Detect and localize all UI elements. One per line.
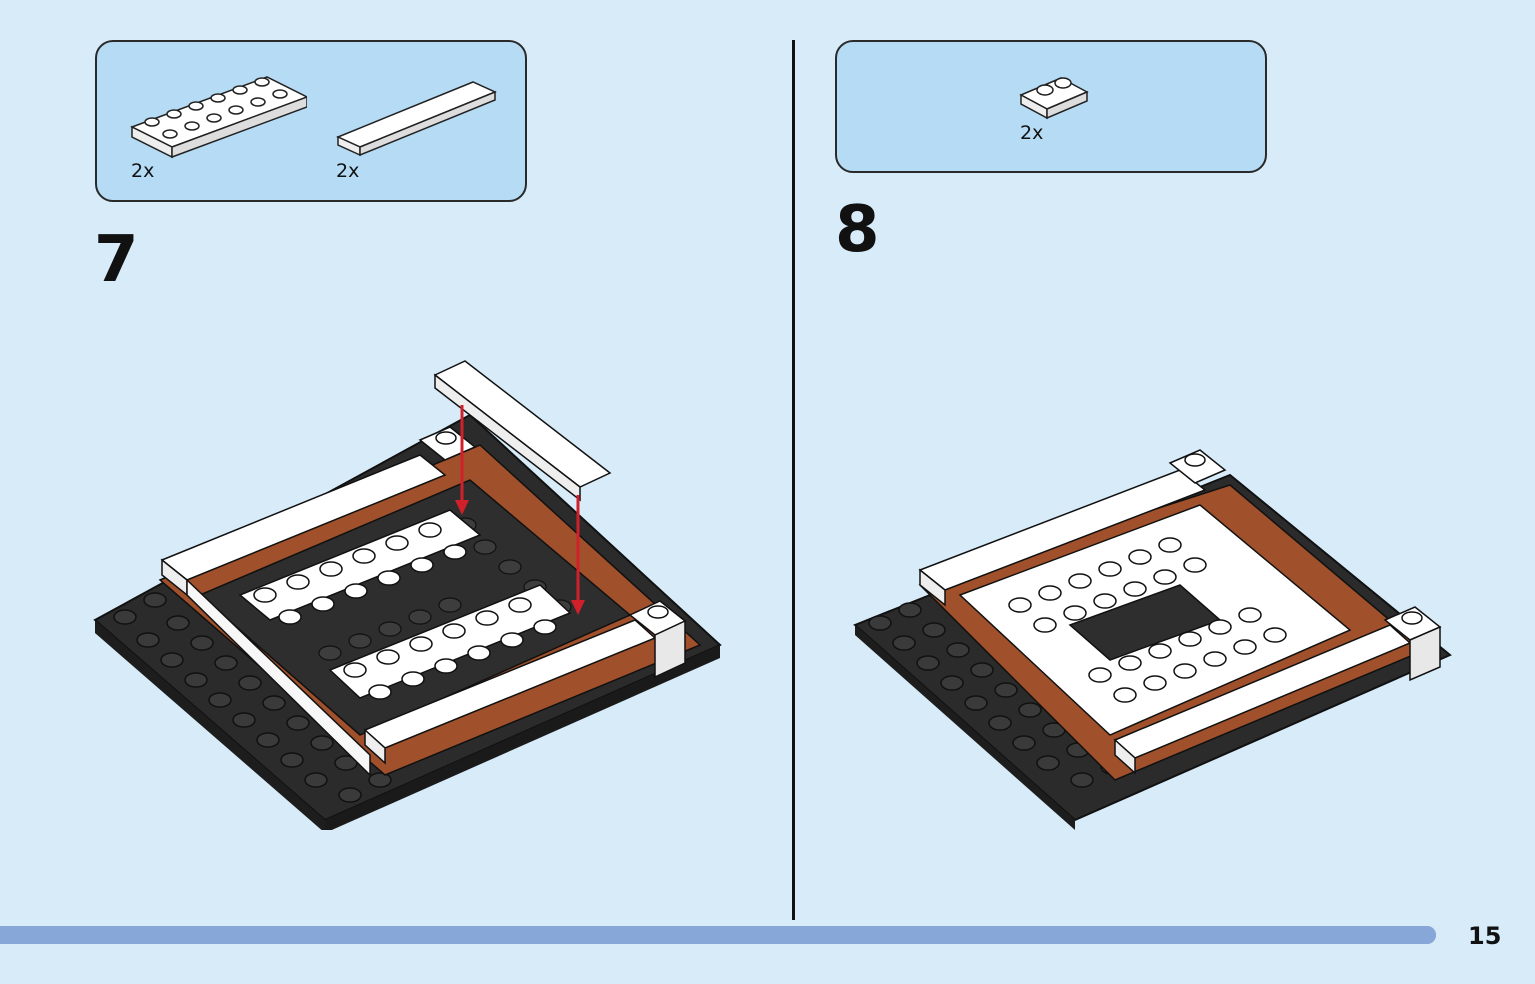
step-number: 7: [94, 223, 139, 297]
step-7-model-illustration: [93, 360, 722, 830]
part-quantity: 2x: [1020, 122, 1044, 144]
part-quantity: 2x: [131, 160, 155, 182]
step-divider: [792, 40, 795, 920]
progress-fill: [0, 926, 1436, 944]
progress-bar: [0, 926, 1436, 944]
parts-callout-step-7: 2x 2x: [95, 40, 527, 202]
part-quantity: 2x: [336, 160, 360, 182]
plate-2x6-white-icon: [130, 76, 307, 159]
plate-1x2-white-icon: [1019, 77, 1089, 120]
step-8-model-illustration: [853, 449, 1452, 830]
page-number: 15: [1468, 922, 1502, 950]
parts-callout-step-8: 2x: [835, 40, 1267, 173]
tile-1x8-white-icon: [336, 81, 497, 157]
step-number: 8: [835, 193, 880, 267]
